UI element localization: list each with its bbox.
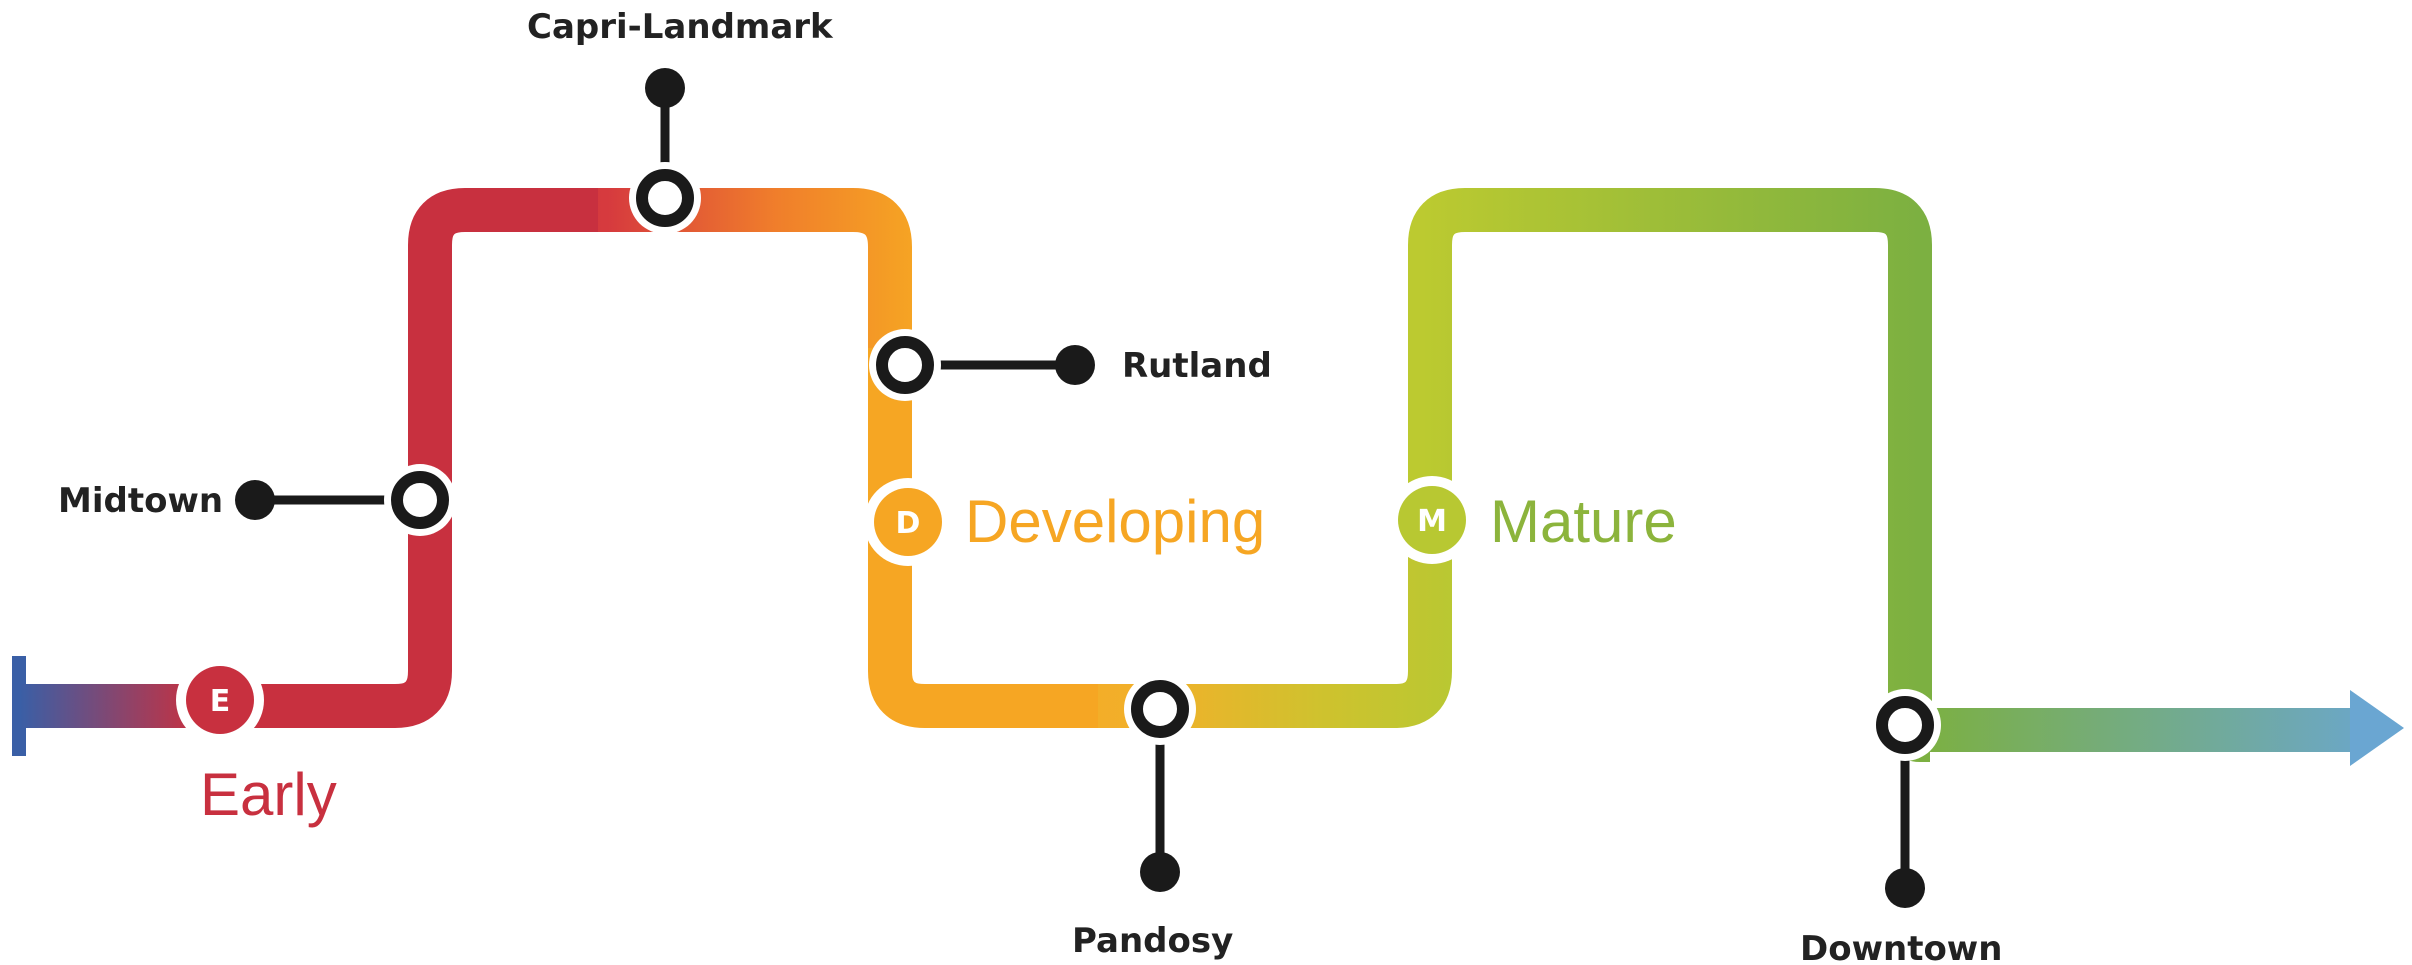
stage-label-developing: Developing xyxy=(965,488,1265,555)
station-dot-capri xyxy=(645,68,685,108)
stage-marker-developing xyxy=(874,488,942,556)
station-dot-downtown xyxy=(1885,868,1925,908)
route-segment-developing-to-mature xyxy=(1098,500,1452,728)
stage-marker-mature xyxy=(1398,486,1466,554)
station-rings xyxy=(384,162,1941,761)
route-segment-early xyxy=(198,188,600,728)
stage-label-mature: Mature xyxy=(1490,488,1677,555)
stage-label-early: Early xyxy=(200,761,337,828)
stage-letter-early: E xyxy=(210,684,231,719)
route-segment-mature xyxy=(1408,188,1933,762)
station-ring-downtown xyxy=(1876,696,1934,754)
stage-letter-mature: M xyxy=(1417,504,1447,539)
station-label-pandosy: Pandosy xyxy=(1072,921,1233,961)
line-start-bar xyxy=(12,656,26,756)
station-ring-midtown xyxy=(391,471,449,529)
route-end-arrow-icon xyxy=(2350,690,2404,766)
stage-letter-developing: D xyxy=(896,506,921,541)
station-dot-pandosy xyxy=(1140,852,1180,892)
station-dots xyxy=(235,68,1925,908)
route-segment-developing xyxy=(868,348,1100,728)
station-ring-capri xyxy=(636,169,694,227)
stage-markers: E D M xyxy=(176,476,1476,744)
station-label-midtown: Midtown xyxy=(58,481,223,521)
route-line xyxy=(20,188,2352,762)
station-label-rutland: Rutland xyxy=(1122,346,1272,386)
route-segment-early-to-developing xyxy=(598,188,912,350)
station-ring-pandosy xyxy=(1131,680,1189,738)
station-label-capri: Capri-Landmark xyxy=(527,7,834,47)
station-label-downtown: Downtown xyxy=(1800,929,2002,965)
station-dot-midtown xyxy=(235,480,275,520)
station-ring-rutland xyxy=(876,336,934,394)
station-dot-rutland xyxy=(1055,345,1095,385)
stage-marker-early xyxy=(186,666,254,734)
